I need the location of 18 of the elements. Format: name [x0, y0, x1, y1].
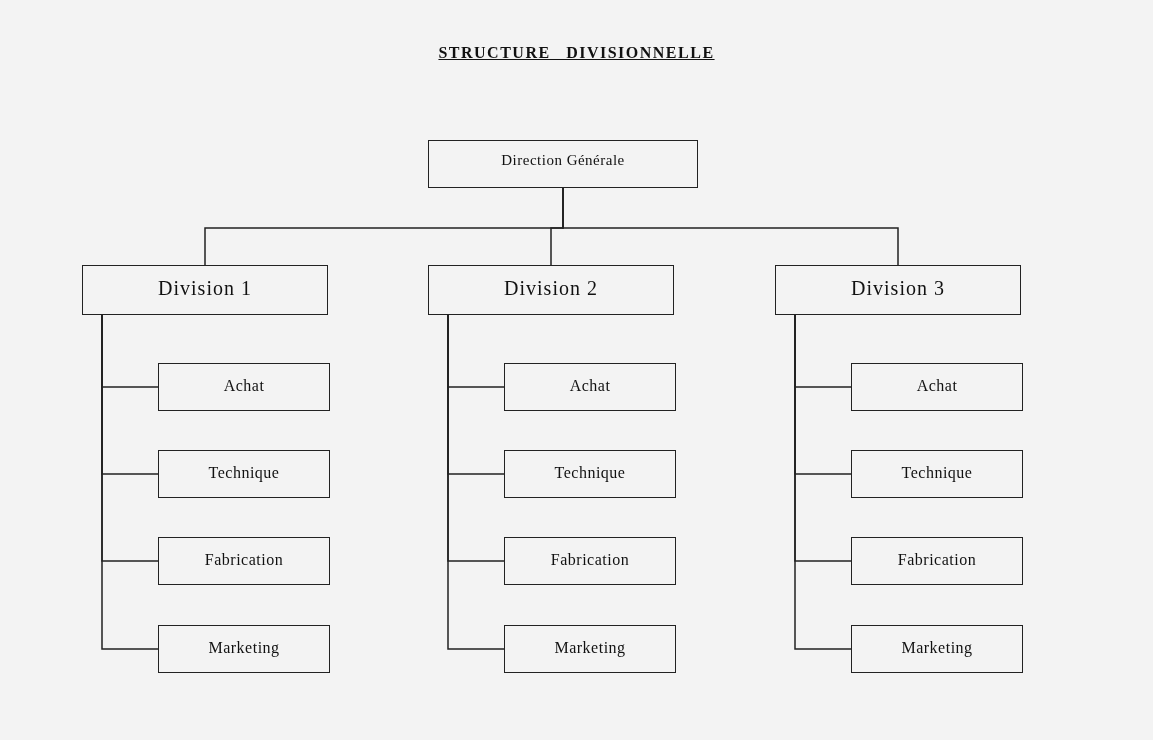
management-box: Direction Générale	[428, 140, 698, 188]
department-box: Achat	[851, 363, 1023, 411]
department-box: Fabrication	[504, 537, 676, 585]
department-box: Fabrication	[851, 537, 1023, 585]
department-box: Fabrication	[158, 537, 330, 585]
title: STRUCTURE DIVISIONNELLE	[438, 44, 715, 61]
department-box: Achat	[504, 363, 676, 411]
department-box: Marketing	[504, 625, 676, 673]
department-box: Marketing	[851, 625, 1023, 673]
division-box: Division 1	[82, 265, 328, 315]
division-box: Division 2	[428, 265, 674, 315]
department-box: Achat	[158, 363, 330, 411]
connector-line	[562, 187, 899, 266]
department-box: Technique	[504, 450, 676, 498]
department-box: Technique	[851, 450, 1023, 498]
department-box: Marketing	[158, 625, 330, 673]
division-box: Division 3	[775, 265, 1021, 315]
department-box: Technique	[158, 450, 330, 498]
